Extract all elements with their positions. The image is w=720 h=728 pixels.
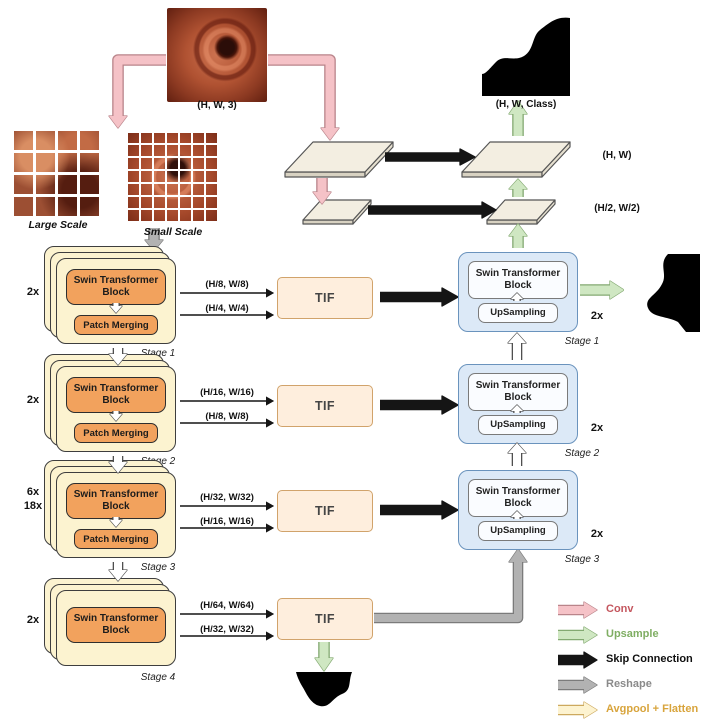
tif-label: TIF [315, 504, 335, 518]
tif-label: TIF [315, 291, 335, 305]
deep-supervision-mask-graphic [294, 672, 358, 726]
stage-1-lower-out-label: (H/4, W/4) [205, 303, 249, 314]
stage-2-upper-out-label: (H/16, W/16) [200, 387, 254, 398]
stage-3-caption: Stage 3 [140, 562, 176, 573]
encoder-stage-3: Swin Transformer Block Patch Merging [44, 460, 176, 558]
legend-label: Upsample [606, 628, 659, 640]
stage-2-multiplier: 2x [16, 393, 50, 407]
decoder-2-multiplier: 2x [590, 422, 604, 434]
tif-block-4: TIF [277, 598, 373, 640]
small-scale-label: Small Scale [143, 226, 203, 238]
decoder-3-caption: Stage 3 [564, 554, 600, 565]
encoder-stage-2: Swin Transformer Block Patch Merging [44, 354, 176, 452]
tif-block-3: TIF [277, 490, 373, 532]
deep-supervision-mask-image [294, 672, 358, 726]
stage-4-upper-out-label: (H/64, W/64) [200, 600, 254, 611]
decoder-1-caption: Stage 1 [564, 336, 600, 347]
full-resolution-label: (H, W) [602, 150, 632, 161]
swin-block-label: Swin Transformer Block [73, 612, 159, 637]
decoder-stage-2: Swin Transformer Block UpSampling [458, 364, 578, 444]
stage-1-upper-out-label: (H/8, W/8) [205, 279, 249, 290]
tif-block-2: TIF [277, 385, 373, 427]
upsampling-label: UpSampling [490, 525, 546, 537]
stage-2-lower-out-label: (H/8, W/8) [205, 411, 249, 422]
encoder-stage-4: Swin Transformer Block [44, 578, 176, 666]
upsampling-label: UpSampling [490, 419, 546, 431]
legend-label: Skip Connection [606, 653, 693, 665]
encoder-stage-card: Swin Transformer Block [56, 590, 176, 666]
stage-4-multiplier: 2x [16, 613, 50, 627]
decoder-3-multiplier: 2x [590, 528, 604, 540]
upsampling-label: UpSampling [490, 307, 546, 319]
legend-label: Conv [606, 603, 634, 615]
swin-block-label: Swin Transformer Block [73, 274, 159, 299]
patch-merging-block: Patch Merging [74, 315, 158, 335]
decoder-swin-block: Swin Transformer Block [468, 373, 568, 411]
patch-merging-block: Patch Merging [74, 423, 158, 443]
swin-transformer-block: Swin Transformer Block [66, 377, 166, 413]
patch-merging-label: Patch Merging [83, 319, 149, 331]
stage-3-upper-out-label: (H/32, W/32) [200, 492, 254, 503]
upsampling-block: UpSampling [478, 303, 558, 323]
multiplier-value: 2x [26, 614, 40, 626]
stage-3-multiplier: 6x 18x [16, 485, 50, 513]
swin-transformer-block: Swin Transformer Block [66, 607, 166, 643]
patch-merging-label: Patch Merging [83, 427, 149, 439]
stage-4-lower-out-label: (H/32, W/32) [200, 624, 254, 635]
decoder-swin-block: Swin Transformer Block [468, 261, 568, 299]
input-endoscopy-image [167, 8, 267, 102]
encoder-stage-card: Swin Transformer Block Patch Merging [56, 258, 176, 344]
multiplier-value: 18x [23, 500, 43, 512]
encoder-stage-card: Swin Transformer Block Patch Merging [56, 472, 176, 558]
stage-1-caption: Stage 1 [140, 348, 176, 359]
swin-block-label: Swin Transformer Block [73, 382, 159, 407]
decoder-stage-1: Swin Transformer Block UpSampling [458, 252, 578, 332]
decoder-1-multiplier: 2x [590, 310, 604, 322]
decoder-swin-label: Swin Transformer Block [475, 267, 561, 292]
decoder-2-caption: Stage 2 [564, 448, 600, 459]
tif-label: TIF [315, 612, 335, 626]
stage-4-caption: Stage 4 [140, 672, 176, 683]
upsampling-block: UpSampling [478, 415, 558, 435]
output-shape-label: (H, W, Class) [495, 99, 557, 110]
tif-label: TIF [315, 399, 335, 413]
swin-transformer-block: Swin Transformer Block [66, 269, 166, 305]
swin-transformer-block: Swin Transformer Block [66, 483, 166, 519]
output-mask-graphic [482, 10, 570, 96]
small-scale-patch-grid [128, 133, 218, 221]
multiplier-value: 2x [26, 286, 40, 298]
output-mask-image [482, 10, 570, 96]
multiplier-value: 6x [26, 486, 40, 498]
decoder-swin-label: Swin Transformer Block [475, 485, 561, 510]
stage-prediction-mask-graphic [624, 254, 700, 332]
input-shape-label: (H, W, 3) [197, 100, 237, 111]
legend-label: Avgpool + Flatten [606, 703, 699, 715]
patch-merging-block: Patch Merging [74, 529, 158, 549]
large-scale-label: Large Scale [28, 219, 88, 231]
stage-prediction-mask-image [624, 254, 700, 332]
decoder-swin-label: Swin Transformer Block [475, 379, 561, 404]
patch-merging-label: Patch Merging [83, 533, 149, 545]
stage-1-multiplier: 2x [16, 285, 50, 299]
decoder-stage-3: Swin Transformer Block UpSampling [458, 470, 578, 550]
upsampling-block: UpSampling [478, 521, 558, 541]
half-resolution-label: (H/2, W/2) [594, 203, 640, 214]
stage-3-lower-out-label: (H/16, W/16) [200, 516, 254, 527]
encoder-stage-card: Swin Transformer Block Patch Merging [56, 366, 176, 452]
swin-block-label: Swin Transformer Block [73, 488, 159, 513]
multiplier-value: 2x [26, 394, 40, 406]
encoder-stage-1: Swin Transformer Block Patch Merging [44, 246, 176, 344]
tif-block-1: TIF [277, 277, 373, 319]
legend-label: Reshape [606, 678, 652, 690]
large-scale-patch-grid [14, 130, 102, 216]
decoder-swin-block: Swin Transformer Block [468, 479, 568, 517]
